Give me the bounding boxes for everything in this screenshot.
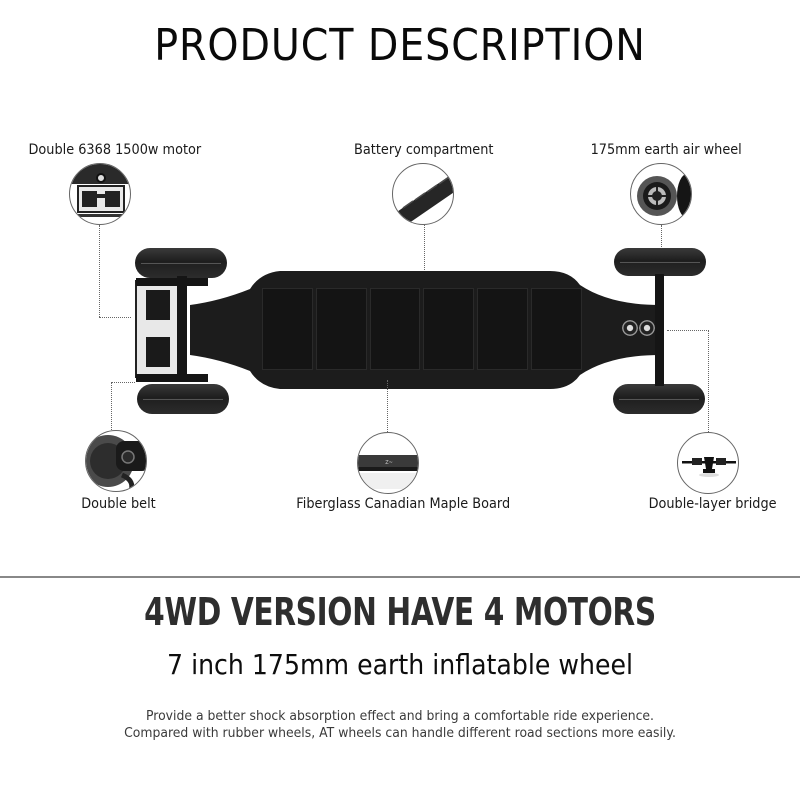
truck-bar-bottom bbox=[136, 374, 208, 382]
battery-cell bbox=[423, 288, 475, 370]
svg-text:Z~: Z~ bbox=[385, 460, 393, 466]
leader-line-air-wheel bbox=[661, 225, 662, 255]
truck-bar-top bbox=[136, 278, 208, 286]
battery-cell bbox=[531, 288, 582, 370]
callout-label-belt: Double belt bbox=[81, 496, 156, 512]
callout-label-board: Fiberglass Canadian Maple Board bbox=[296, 496, 511, 512]
leader-line-motor-h bbox=[99, 317, 131, 318]
motor-closeup-icon bbox=[69, 163, 131, 225]
callout-label-air-wheel: 175mm earth air wheel bbox=[590, 142, 742, 158]
pivot-bolt-front-1 bbox=[622, 320, 638, 336]
callout-label-motor: Double 6368 1500w motor bbox=[28, 142, 202, 158]
motor-block-top bbox=[146, 290, 170, 320]
battery-cell bbox=[477, 288, 529, 370]
truck-axle-rear bbox=[177, 276, 187, 380]
battery-compartment-icon bbox=[392, 163, 454, 225]
truck-bridge-icon bbox=[677, 432, 739, 494]
headline: 4WD VERSION HAVE 4 MOTORS bbox=[144, 590, 656, 634]
skateboard-image bbox=[120, 240, 720, 420]
leader-line-belt bbox=[111, 382, 112, 430]
battery-cell bbox=[315, 288, 367, 370]
leader-line-bridge-h bbox=[667, 330, 709, 331]
maple-board-icon: Z~ bbox=[357, 432, 419, 494]
motor-block-bottom bbox=[146, 337, 170, 367]
page-title: PRODUCT DESCRIPTION bbox=[154, 20, 646, 71]
battery-cells bbox=[262, 288, 582, 370]
body-line-2: Compared with rubber wheels, AT wheels c… bbox=[124, 725, 676, 741]
body-line-1: Provide a better shock absorption effect… bbox=[145, 708, 655, 724]
section-divider bbox=[0, 576, 800, 578]
pivot-bolt-front-2 bbox=[639, 320, 655, 336]
double-belt-icon bbox=[85, 430, 147, 492]
tire-front-left bbox=[614, 248, 706, 276]
tire-rear-right bbox=[137, 384, 229, 414]
battery-cell bbox=[369, 288, 421, 370]
leader-line-board bbox=[387, 380, 388, 432]
callout-label-bridge: Double-layer bridge bbox=[648, 496, 777, 512]
battery-cell bbox=[262, 288, 313, 370]
leader-line-bridge bbox=[708, 330, 709, 432]
tire-front-right bbox=[613, 384, 705, 414]
leader-line-motor bbox=[99, 225, 100, 317]
subheadline: 7 inch 175mm earth inflatable wheel bbox=[167, 648, 633, 681]
leader-line-belt-h bbox=[111, 382, 135, 383]
air-wheel-icon bbox=[630, 163, 692, 225]
leader-line-battery bbox=[424, 225, 425, 280]
tire-rear-left bbox=[135, 248, 227, 278]
truck-axle-front bbox=[655, 274, 664, 386]
callout-label-battery: Battery compartment bbox=[354, 142, 494, 158]
